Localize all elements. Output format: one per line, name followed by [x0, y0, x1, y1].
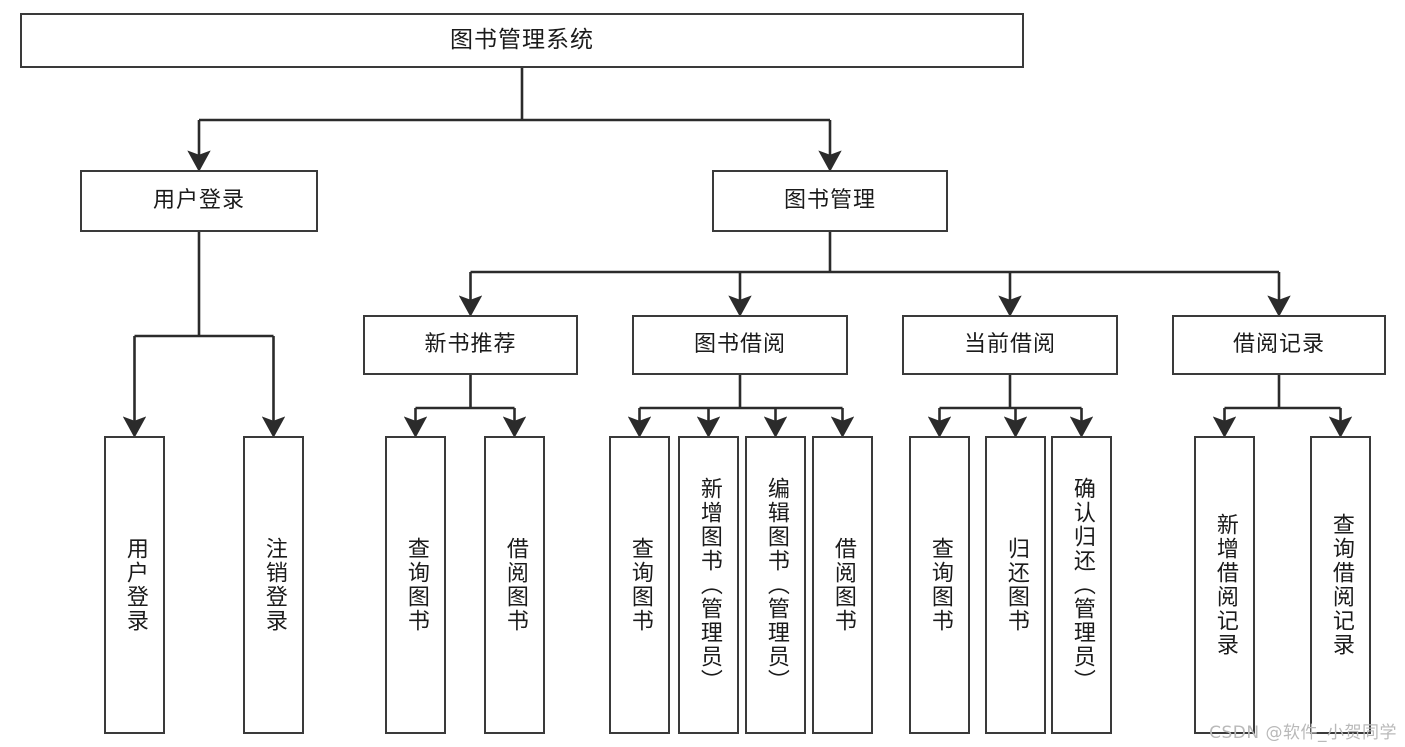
- node-label: 借阅记录: [1232, 332, 1325, 358]
- node-current-borrow[interactable]: 当前借阅: [902, 315, 1118, 375]
- node-label: 当前借阅: [963, 332, 1056, 358]
- node-label: 图书借阅: [693, 332, 786, 358]
- node-leaf-add-borrow-record[interactable]: 新增借阅记录: [1194, 436, 1255, 734]
- node-label: 借阅图书: [502, 537, 528, 633]
- node-label: 图书管理: [783, 188, 876, 214]
- node-leaf-borrow-book-recommend[interactable]: 借阅图书: [484, 436, 545, 734]
- node-leaf-return-book[interactable]: 归还图书: [985, 436, 1046, 734]
- node-label: 查询图书: [403, 537, 429, 633]
- node-leaf-add-book[interactable]: 新增图书（管理员）: [678, 436, 739, 734]
- node-label: 借阅图书: [830, 537, 856, 633]
- node-leaf-user-login[interactable]: 用户登录: [104, 436, 165, 734]
- node-user-login[interactable]: 用户登录: [80, 170, 318, 232]
- node-label: 新书推荐: [424, 332, 517, 358]
- node-label: 新增图书（管理员）: [696, 477, 722, 693]
- node-root[interactable]: 图书管理系统: [20, 13, 1024, 68]
- node-label: 编辑图书（管理员）: [763, 477, 789, 693]
- node-leaf-borrow-book[interactable]: 借阅图书: [812, 436, 873, 734]
- node-book-borrow[interactable]: 图书借阅: [632, 315, 848, 375]
- node-label: 查询图书: [627, 537, 653, 633]
- node-label: 归还图书: [1003, 537, 1029, 633]
- node-leaf-query-book-current[interactable]: 查询图书: [909, 436, 970, 734]
- node-label: 查询图书: [927, 537, 953, 633]
- node-label: 新增借阅记录: [1212, 513, 1238, 657]
- node-leaf-query-book-borrow[interactable]: 查询图书: [609, 436, 670, 734]
- node-borrow-record[interactable]: 借阅记录: [1172, 315, 1386, 375]
- node-leaf-edit-book[interactable]: 编辑图书（管理员）: [745, 436, 806, 734]
- node-leaf-confirm-return[interactable]: 确认归还（管理员）: [1051, 436, 1112, 734]
- node-label: 确认归还（管理员）: [1069, 477, 1095, 693]
- node-label: 注销登录: [261, 537, 287, 633]
- node-leaf-query-borrow-record[interactable]: 查询借阅记录: [1310, 436, 1371, 734]
- node-label: 用户登录: [122, 537, 148, 633]
- node-leaf-query-book-recommend[interactable]: 查询图书: [385, 436, 446, 734]
- node-label: 图书管理系统: [450, 27, 594, 54]
- node-leaf-user-logout[interactable]: 注销登录: [243, 436, 304, 734]
- node-book-manage[interactable]: 图书管理: [712, 170, 948, 232]
- node-new-book-recommend[interactable]: 新书推荐: [363, 315, 578, 375]
- node-label: 用户登录: [152, 188, 245, 214]
- node-label: 查询借阅记录: [1328, 513, 1354, 657]
